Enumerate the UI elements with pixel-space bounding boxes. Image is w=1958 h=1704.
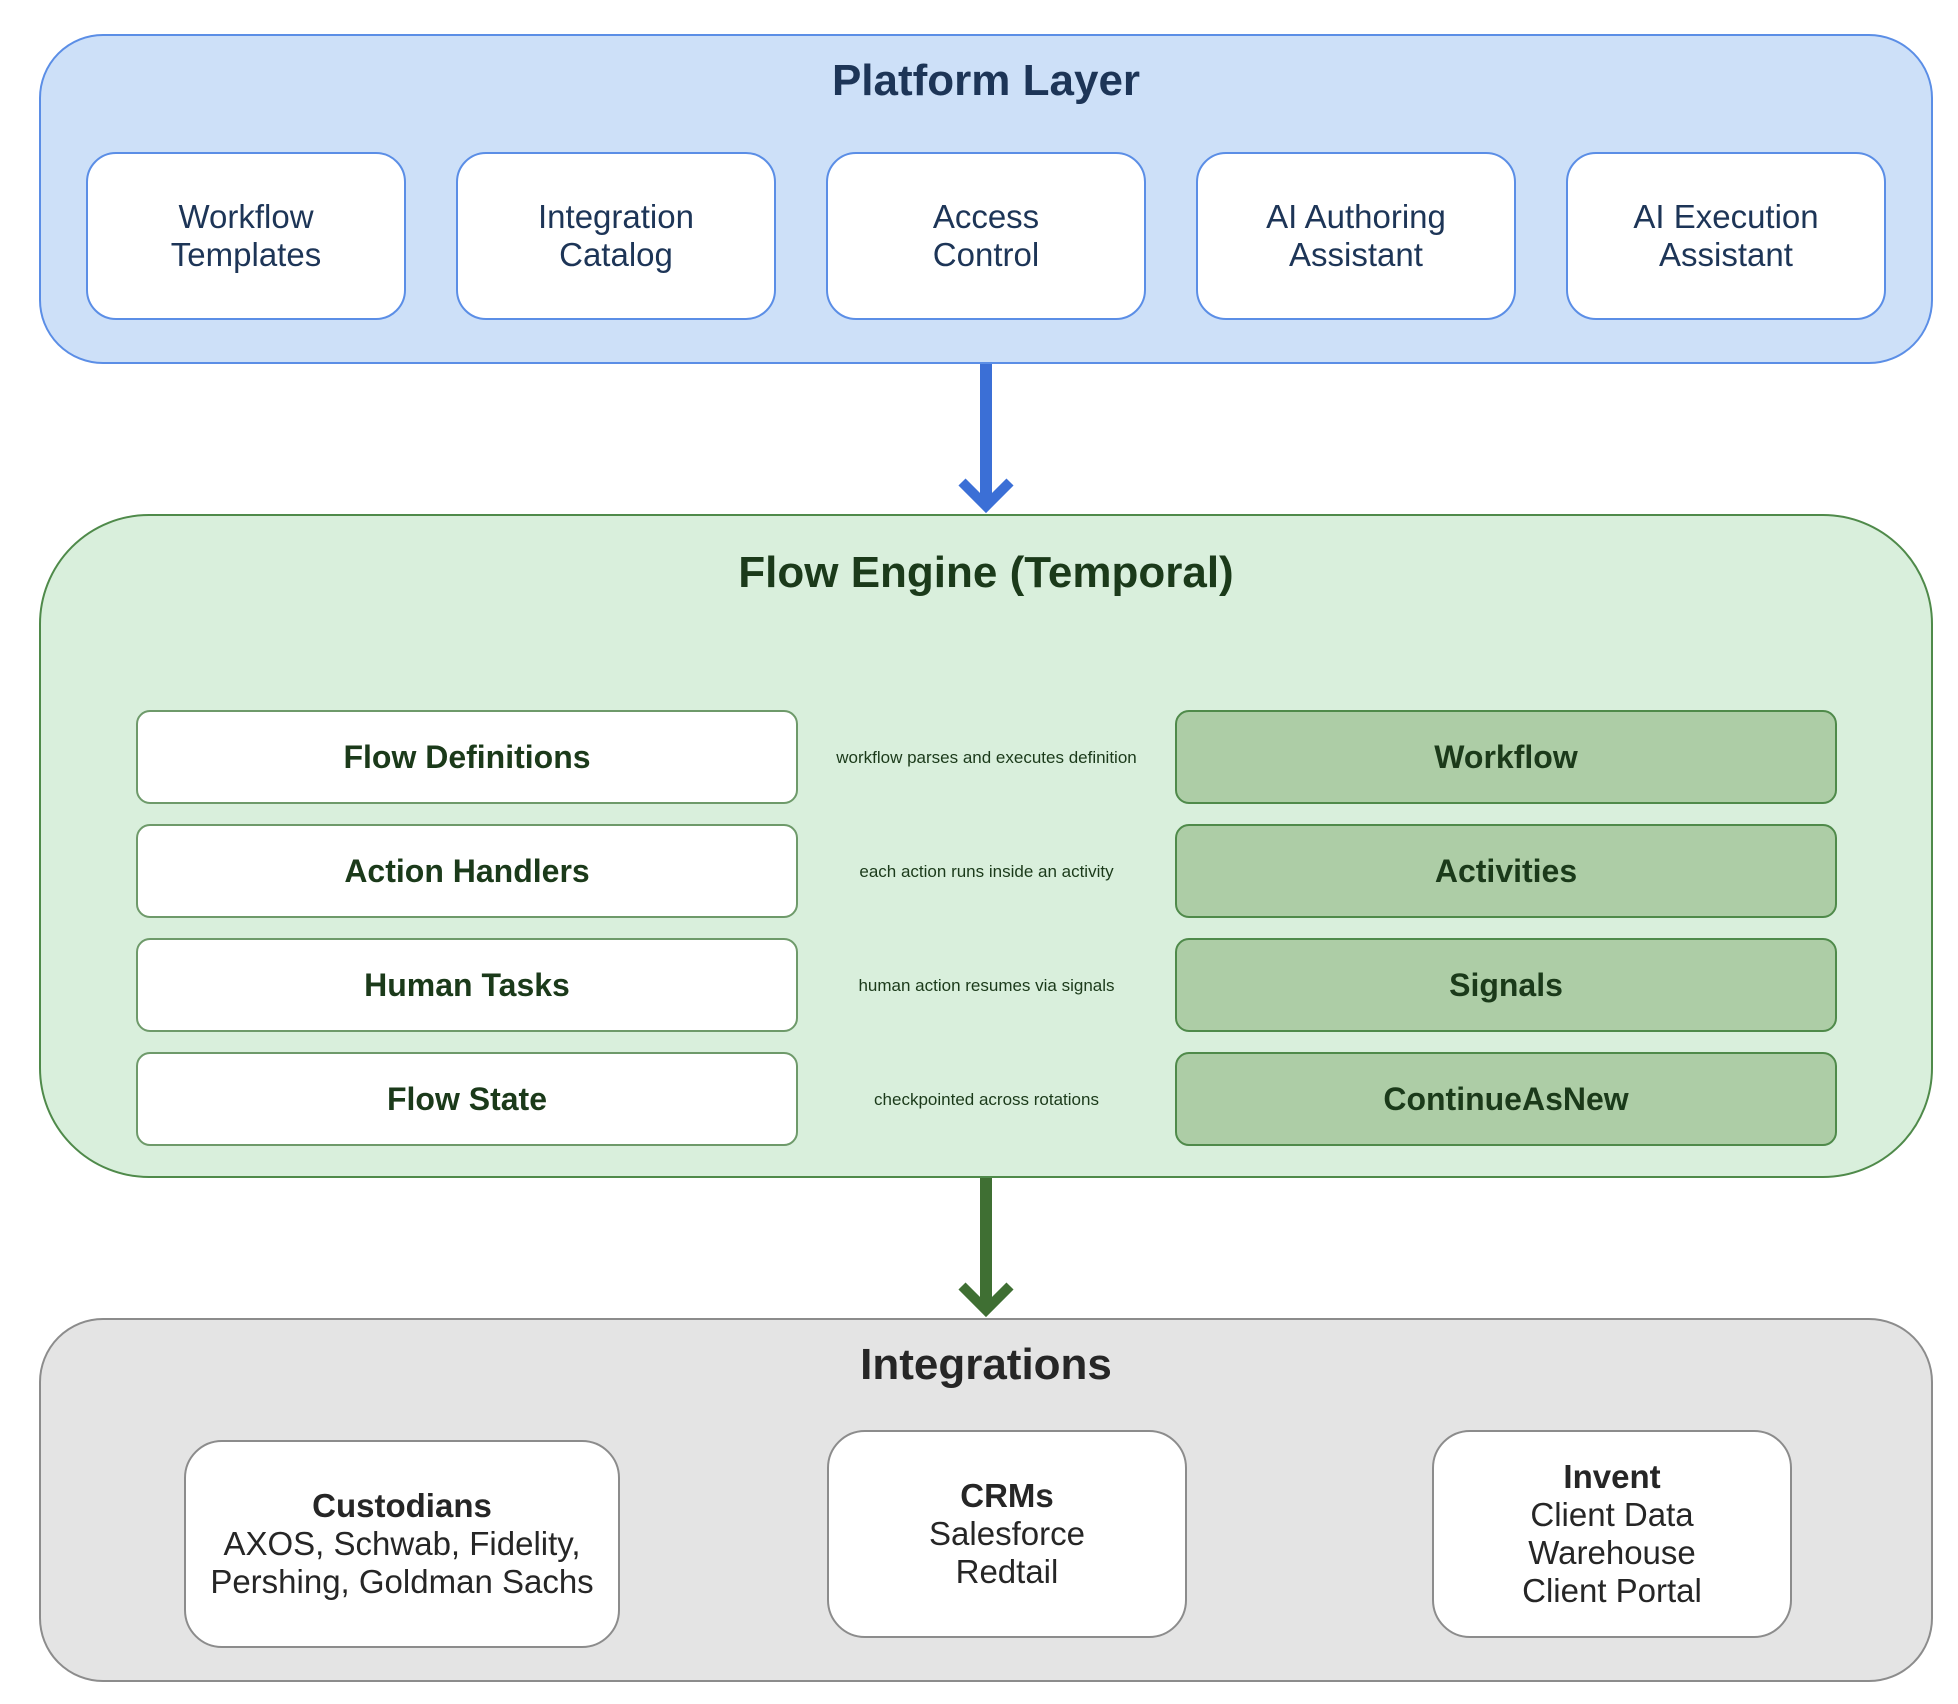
signals-box: Signals [1175,938,1837,1032]
engine-to-integrations-arrow [958,1178,1014,1318]
card-line: AXOS, Schwab, Fidelity, [223,1525,581,1562]
flow-definitions-box: Flow Definitions [136,710,798,804]
action-handlers-box: Action Handlers [136,824,798,918]
connector-label-text: workflow parses and executes definition [832,748,1141,767]
card-line: Pershing, Goldman Sachs [210,1563,594,1600]
card-line: Salesforce [929,1515,1085,1552]
card-line: Assistant [1659,236,1793,273]
platform-card-workflow-templates: Workflow Templates [86,152,406,320]
card-line: AI Execution [1633,198,1819,235]
card-line: Access [932,198,1040,235]
connector-label-text: each action runs inside an activity [855,862,1118,881]
card-line: Client Data [1530,1496,1694,1533]
integrations-layer: Integrations Custodians AXOS, Schwab, Fi… [39,1318,1933,1682]
platform-layer-title: Platform Layer [831,56,1141,105]
human-tasks-box: Human Tasks [136,938,798,1032]
card-line: AI Authoring [1266,198,1446,235]
integrations-title: Integrations [860,1340,1112,1389]
card-heading: CRMs [960,1477,1054,1514]
flow-engine-title: Flow Engine (Temporal) [738,548,1234,597]
card-heading: Custodians [312,1487,492,1524]
platform-card-integration-catalog: Integration Catalog [456,152,776,320]
platform-card-ai-execution-assistant: AI Execution Assistant [1566,152,1886,320]
card-line: Redtail [955,1553,1059,1590]
card-line: Warehouse [1528,1534,1696,1571]
card-line: Client Portal [1522,1572,1702,1609]
card-line: Assistant [1289,236,1423,273]
flow-engine-layer: Flow Engine (Temporal) Flow Definitions … [39,514,1933,1178]
card-line: Workflow [178,198,314,235]
connector-label-row-4: checkpointed across rotations [798,1089,1175,1111]
platform-card-access-control: Access Control [826,152,1146,320]
workflow-box: Workflow [1175,710,1837,804]
card-heading: Invent [1563,1458,1661,1495]
card-line: Catalog [559,236,673,273]
connector-label-row-2: each action runs inside an activity [798,861,1175,883]
connector-label-row-1: workflow parses and executes definition [798,747,1175,769]
integration-card-invent: Invent Client Data Warehouse Client Port… [1432,1430,1792,1638]
platform-layer: Platform Layer Workflow Templates Integr… [39,34,1933,364]
connector-label-row-3: human action resumes via signals [798,975,1175,997]
integration-card-custodians: Custodians AXOS, Schwab, Fidelity, Persh… [184,1440,620,1648]
platform-card-ai-authoring-assistant: AI Authoring Assistant [1196,152,1516,320]
connector-label-text: checkpointed across rotations [870,1090,1103,1109]
connector-label-text: human action resumes via signals [854,976,1119,995]
flow-state-box: Flow State [136,1052,798,1146]
card-line: Integration [538,198,694,235]
continue-as-new-box: ContinueAsNew [1175,1052,1837,1146]
integration-card-crms: CRMs Salesforce Redtail [827,1430,1187,1638]
activities-box: Activities [1175,824,1837,918]
platform-to-engine-arrow [958,364,1014,514]
card-line: Control [932,236,1040,273]
card-line: Templates [170,236,322,273]
